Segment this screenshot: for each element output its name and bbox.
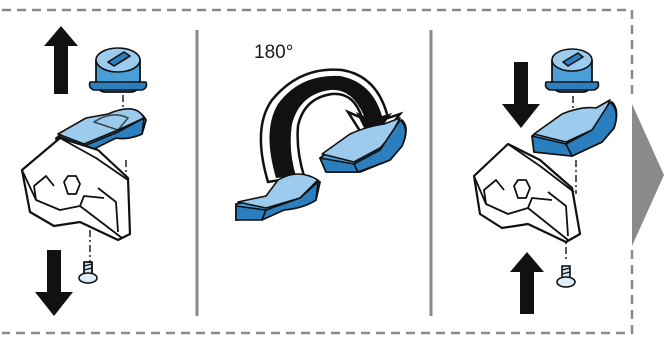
mounting-bracket xyxy=(22,138,130,240)
panel-1-remove xyxy=(22,26,147,316)
knob-cap xyxy=(546,49,599,92)
mounting-bracket xyxy=(474,144,580,242)
down-arrow-icon xyxy=(35,250,73,316)
screw xyxy=(79,262,97,283)
screw xyxy=(557,266,575,287)
down-arrow-icon xyxy=(502,62,540,128)
panel-3-install xyxy=(474,49,617,314)
wing-lever-flipped xyxy=(236,174,320,220)
panel-2-rotate: 180° xyxy=(236,42,406,220)
wing-lever-installed xyxy=(532,100,617,156)
next-step-arrow-icon xyxy=(632,104,664,246)
up-arrow-icon xyxy=(44,26,78,94)
rotation-label: 180° xyxy=(254,42,293,63)
up-arrow-icon xyxy=(510,252,544,314)
knob-cap xyxy=(90,48,147,92)
